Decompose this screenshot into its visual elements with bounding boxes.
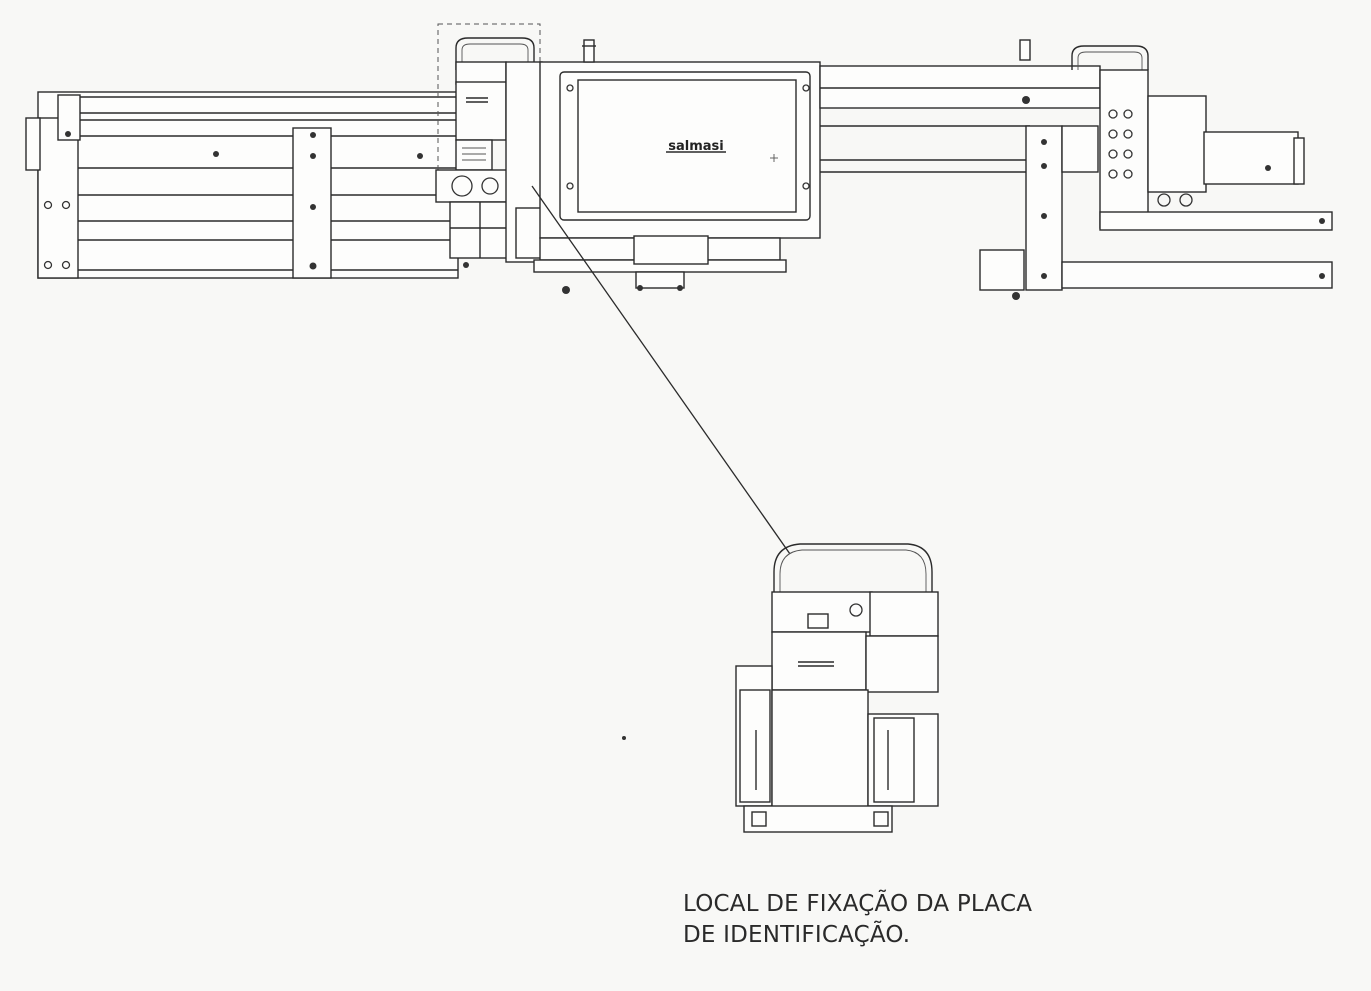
right-extension — [819, 39, 1333, 300]
brand-label: salmasi — [668, 139, 723, 154]
control-box: salmasi — [539, 39, 821, 239]
detail-view-identification-plate — [735, 543, 939, 833]
lower-structure — [533, 235, 787, 294]
rail-frame — [25, 91, 459, 279]
leader-line — [531, 185, 791, 555]
machine-top-view: salmasi — [25, 23, 1333, 300]
caption-line-2: DE IDENTIFICAÇÃO. — [683, 922, 911, 948]
caption-line-1: LOCAL DE FIXAÇÃO DA PLACA — [683, 891, 1033, 917]
carriage-block — [435, 37, 545, 268]
plate-location-caption: LOCAL DE FIXAÇÃO DA PLACA DE IDENTIFICAÇ… — [683, 889, 1123, 951]
